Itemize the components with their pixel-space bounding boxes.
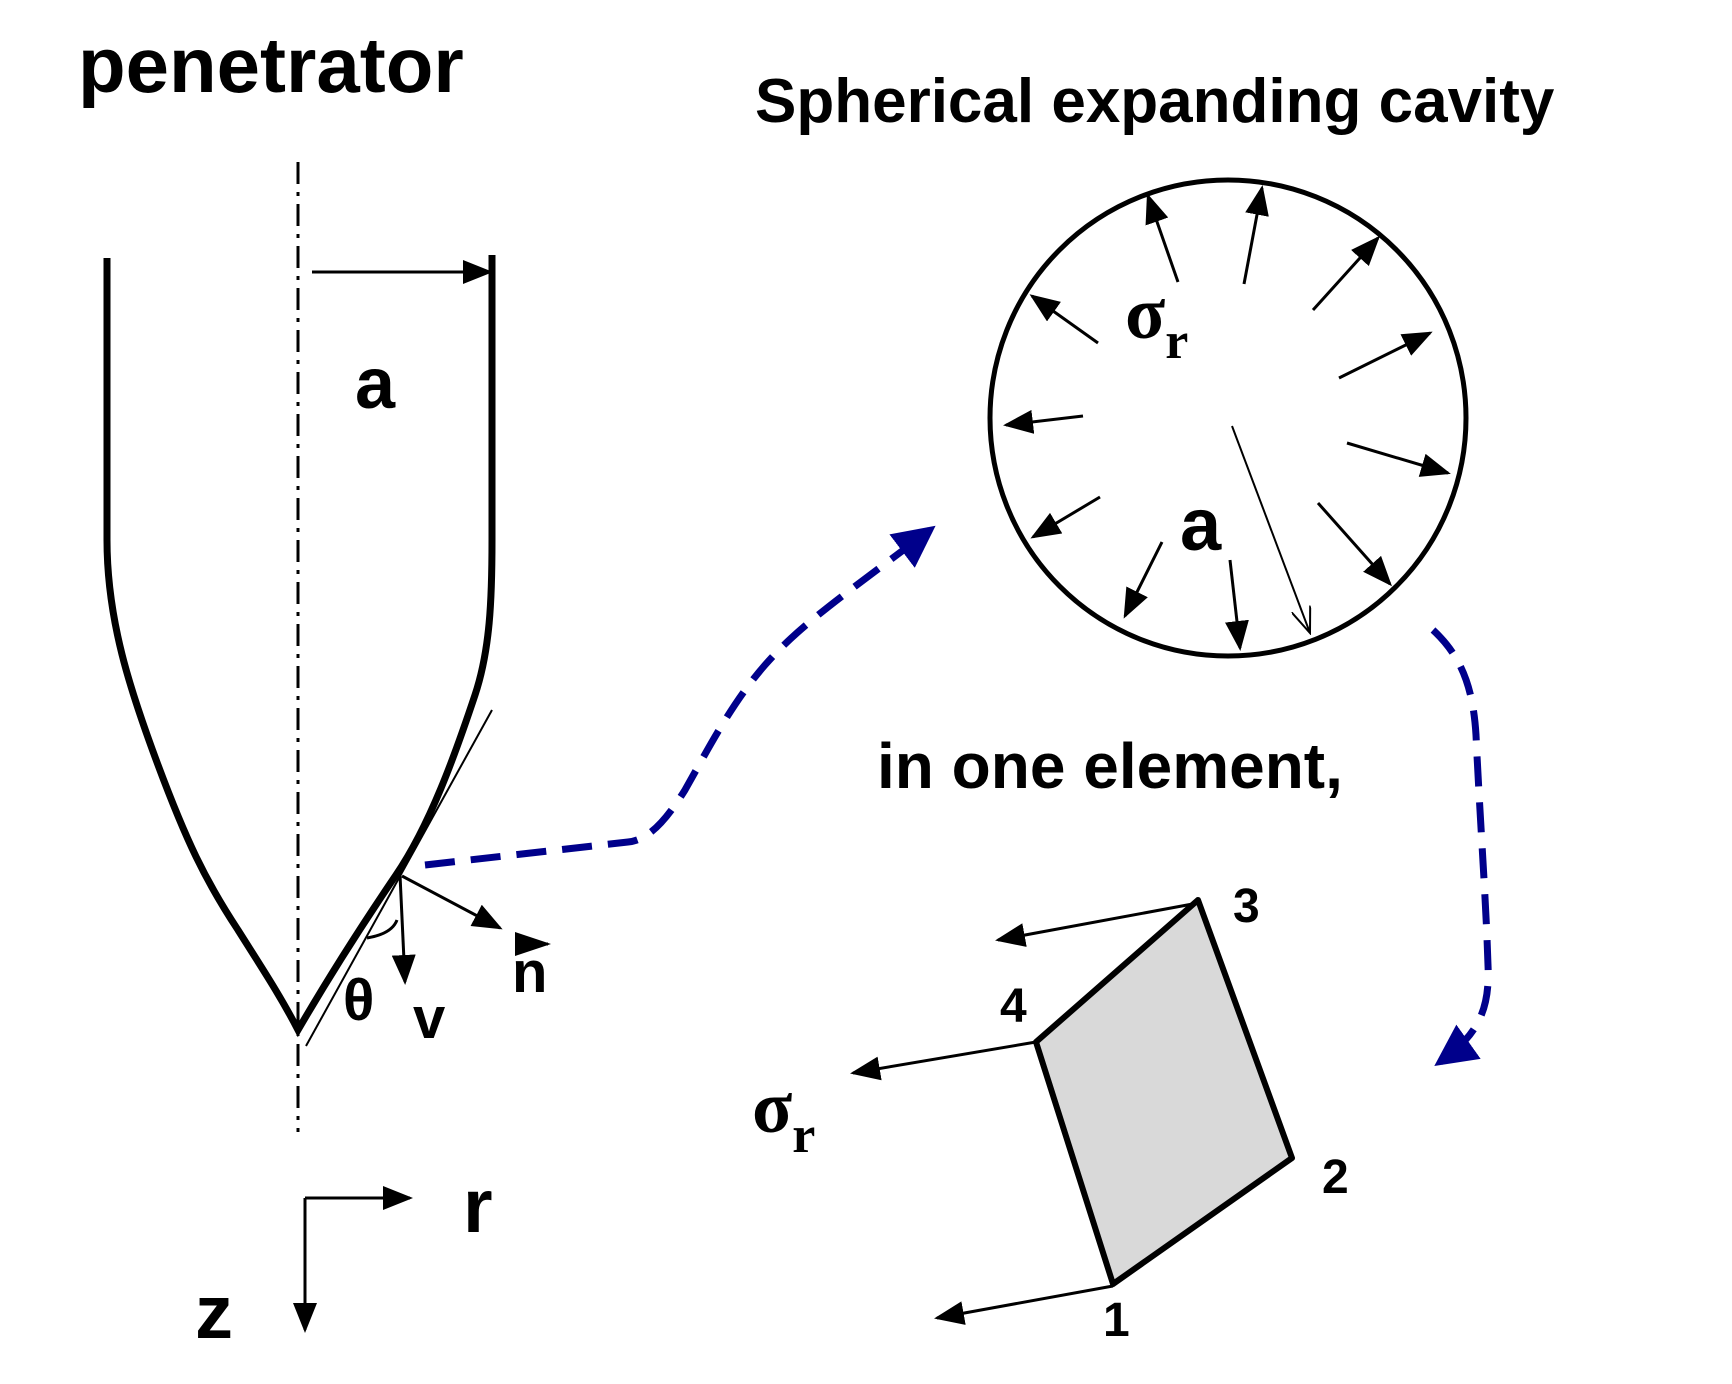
penetrator-radius-label: a [355,344,396,424]
cavity-stress-arrow [1316,502,1392,587]
node-label-4: 4 [1000,980,1027,1033]
cavity-radius-label: a [1180,483,1222,566]
angle-arc [366,919,399,940]
cavity-stress-arrow [1338,331,1433,380]
cavity-stress-arrow [1003,409,1084,434]
element-sigma-label: σr [752,1067,815,1164]
element-stress-arrow-node-1 [934,1284,1114,1325]
element-stress-arrows [850,901,1199,1325]
velocity-label: v [413,986,445,1051]
penetrator-outline [103,255,496,1038]
cavity-stress-arrows [1003,185,1451,651]
element-sigma-subscript: r [792,1107,815,1164]
node-label-3: 3 [1233,880,1260,933]
cavity-sigma-symbol: σ [1125,273,1165,355]
cavity-stress-arrow [1030,495,1101,539]
cavity-stress-arrow [1242,185,1269,285]
cavity-stress-arrow [1145,193,1180,283]
node-label-1: 1 [1103,1294,1130,1347]
element-sigma-symbol: σ [752,1067,792,1149]
connector-penetrator-to-cavity [424,525,936,869]
cavity-sigma-label: σr [1125,273,1188,370]
element-caption: in one element, [877,730,1343,802]
cavity-sigma-subscript: r [1165,313,1188,370]
cavity-radius-arrow [1231,425,1310,633]
element-stress-arrow-node-3 [995,901,1199,947]
connector-cavity-to-element [1430,627,1492,1067]
cavity-circle [987,177,1469,659]
normal-label: n [512,940,547,1005]
cavity-stress-arrow [1311,235,1381,312]
r-axis-label: r [463,1164,493,1249]
cavity-stress-arrow [1123,541,1164,619]
normal-arrow [401,874,503,930]
cavity-stress-arrow [1029,294,1099,345]
cavity-stress-arrow [1225,559,1249,651]
velocity-arrow [391,874,416,985]
theta-label: θ [343,968,374,1033]
element-quad [1033,897,1295,1287]
node-label-2: 2 [1322,1151,1349,1204]
element-stress-arrow-node-4 [850,1040,1037,1081]
cavity-title: Spherical expanding cavity [755,67,1555,136]
penetrator-title: penetrator [78,21,464,109]
cavity-stress-arrow [1346,441,1451,477]
z-axis-label: z [195,1270,233,1355]
